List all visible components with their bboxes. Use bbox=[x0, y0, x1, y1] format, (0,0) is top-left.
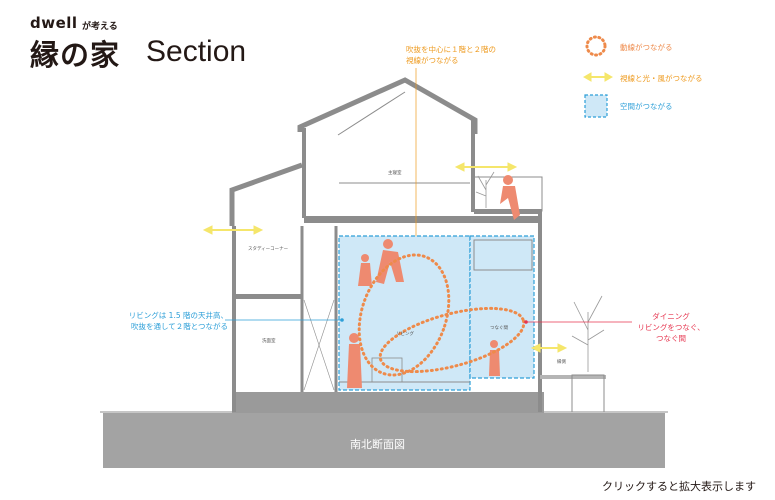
view-arrows bbox=[202, 162, 568, 353]
dotted-circle-icon bbox=[585, 35, 607, 57]
dashed-square-icon bbox=[584, 94, 608, 118]
brand-subtitle: が考える bbox=[82, 22, 118, 32]
porch-deck bbox=[540, 375, 606, 379]
note-left-line-1: リビングは 1.5 階の天井高、 bbox=[128, 311, 228, 320]
room-living: リビング bbox=[396, 332, 414, 337]
note-right-line-3: つなぐ間 bbox=[656, 334, 686, 343]
inner-roof bbox=[337, 91, 406, 136]
legend-circulation: 動線がつながる bbox=[620, 43, 673, 52]
left-roof bbox=[229, 162, 303, 226]
circulation-loops bbox=[357, 253, 526, 377]
right-note-dot bbox=[524, 320, 528, 324]
room-bedroom: 主寝室 bbox=[388, 171, 402, 176]
people-figures bbox=[347, 175, 520, 388]
tsunagu-space bbox=[469, 235, 535, 379]
foundation bbox=[232, 392, 544, 413]
kitchen-shelf bbox=[473, 239, 533, 271]
legend-view-light-wind: 視線と光・風がつながる bbox=[620, 74, 703, 83]
stair-cross-b bbox=[303, 299, 335, 391]
terrace-plant bbox=[475, 171, 495, 208]
diagram-caption: 南北断面図 bbox=[350, 438, 405, 451]
porch-plant bbox=[571, 295, 605, 372]
room-tsunagu: つなぐ間 bbox=[490, 326, 508, 331]
legend-space: 空間がつながる bbox=[620, 102, 673, 111]
note-top-line-2: 視線がつながる bbox=[406, 56, 459, 65]
note-right-line-1: ダイニング bbox=[652, 312, 690, 321]
brand-logo: dwell bbox=[30, 14, 78, 32]
note-left: リビングは 1.5 階の天井高、 吹抜を通して２階とつながる bbox=[124, 310, 228, 332]
room-study: スタディーコーナー bbox=[248, 247, 289, 252]
second-floor-slab bbox=[304, 216, 540, 223]
page-title: 縁の家 bbox=[30, 38, 121, 72]
room-porch: 縁側 bbox=[557, 360, 566, 365]
page-title-section: Section bbox=[146, 35, 247, 68]
ground-block bbox=[103, 413, 665, 468]
main-roof bbox=[297, 77, 478, 134]
room-washroom: 洗面室 bbox=[262, 339, 276, 344]
mid-floor-slab bbox=[236, 294, 302, 299]
note-left-line-2: 吹抜を通して２階とつながる bbox=[131, 322, 228, 331]
note-top-center: 吹抜を中心に１階と２階の 視線がつながる bbox=[406, 44, 496, 66]
double-arrow-icon bbox=[582, 72, 614, 82]
left-note-dot bbox=[340, 318, 344, 322]
note-right: ダイニング リビングをつなぐ、 つなぐ間 bbox=[636, 311, 706, 344]
zoom-link[interactable]: クリックすると拡大表示します bbox=[602, 480, 756, 493]
note-top-line-1: 吹抜を中心に１階と２階の bbox=[406, 45, 496, 54]
note-right-line-2: リビングをつなぐ、 bbox=[637, 323, 705, 332]
planter-box bbox=[571, 374, 605, 413]
